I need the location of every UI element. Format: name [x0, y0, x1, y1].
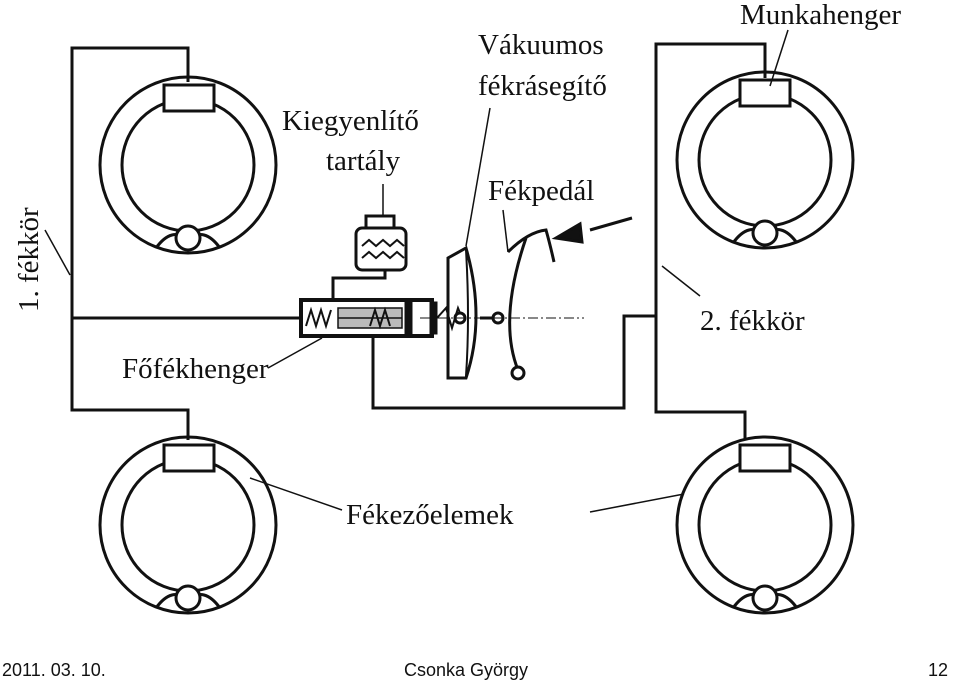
- wheel-brake-rear-right: [675, 435, 855, 615]
- brake-pedal: [506, 216, 633, 381]
- wheel-brake-front-right: [675, 70, 855, 250]
- brake-circuit-2-lines: [331, 42, 767, 440]
- fofekhenger-label: Főfékhenger: [122, 353, 269, 385]
- master-cylinder: [299, 298, 438, 338]
- kiegyenlito-label-line1: Kiegyenlítő: [282, 105, 419, 137]
- footer-author: Csonka György: [404, 660, 529, 680]
- kiegyenlito-label-line2: tartály: [326, 145, 401, 177]
- diagram-canvas: Munkahenger Vákuumos fékrásegítő Kiegyen…: [13, 0, 901, 615]
- footer-date: 2011. 03. 10.: [2, 660, 106, 680]
- brake-circuit-1-lines: [70, 46, 302, 440]
- munkahenger-label: Munkahenger: [740, 0, 901, 31]
- wheel-brake-rear-left: [98, 435, 278, 615]
- fekezoelemek-label: Fékezőelemek: [346, 499, 514, 531]
- leader-lines: [44, 29, 789, 513]
- fluid-reservoir: [354, 214, 408, 272]
- fekpedal-label: Fékpedál: [488, 175, 594, 207]
- vacuum-brake-booster: [436, 245, 505, 380]
- wheel-brake-front-left: [98, 75, 278, 255]
- fekkor-2-label: 2. fékkör: [700, 305, 805, 337]
- vakuumos-label-line1: Vákuumos: [478, 29, 604, 61]
- footer-page-number: 12: [928, 660, 949, 680]
- fekkor-1-label: 1. fékkör: [13, 207, 45, 312]
- vakuumos-label-line2: fékrásegítő: [478, 70, 607, 102]
